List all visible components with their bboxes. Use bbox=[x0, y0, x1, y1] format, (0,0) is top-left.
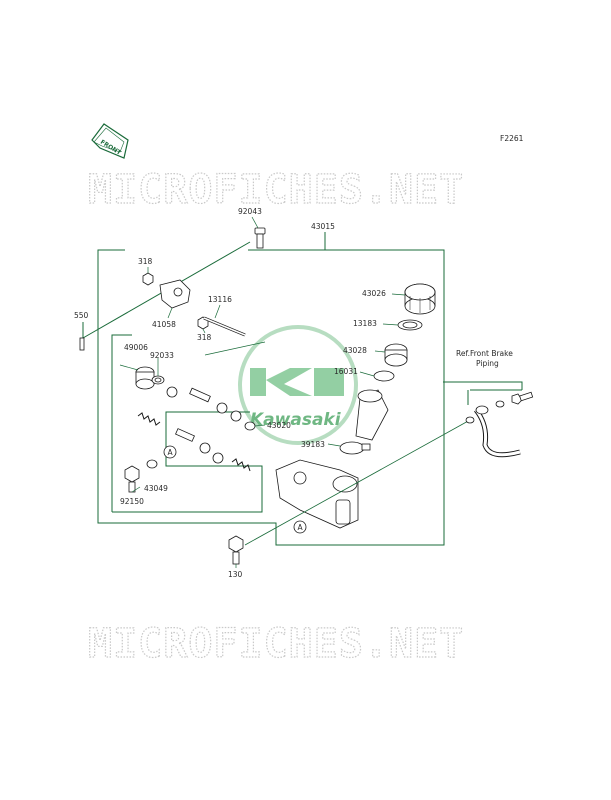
part-bolt-92043 bbox=[254, 227, 266, 249]
figure-code: F2261 bbox=[500, 134, 524, 143]
callout-318-top: 318 bbox=[138, 257, 153, 266]
callout-ref-line2: Piping bbox=[476, 359, 499, 368]
part-piston-row-2 bbox=[175, 428, 251, 472]
callout-labels: 92043 43015 318 550 41058 318 13116 4302… bbox=[74, 207, 513, 579]
part-pushrod-13116 bbox=[203, 316, 246, 337]
callout-43015: 43015 bbox=[311, 222, 335, 231]
callout-550: 550 bbox=[74, 311, 89, 320]
part-reservoir bbox=[355, 389, 389, 441]
part-cap-43026 bbox=[404, 283, 436, 315]
part-piston-row-1 bbox=[166, 386, 256, 431]
part-ref-piping bbox=[244, 391, 534, 546]
marker-a-2: A bbox=[293, 520, 307, 534]
watermark-bottom: MICROFICHES.NET bbox=[88, 621, 464, 667]
leader-lines bbox=[119, 216, 406, 568]
part-nut-318a bbox=[142, 272, 154, 286]
callout-13116: 13116 bbox=[208, 295, 232, 304]
kawasaki-logo-text: Kawasaki bbox=[250, 410, 342, 430]
marker-a-1: A bbox=[163, 445, 177, 459]
part-washer-43049 bbox=[146, 459, 158, 469]
part-master-cylinder-body bbox=[275, 459, 359, 529]
callout-ref-line1: Ref.Front Brake bbox=[456, 349, 513, 358]
callout-13183: 13183 bbox=[353, 319, 377, 328]
marker-a-1-label: A bbox=[168, 448, 174, 457]
marker-a-2-label: A bbox=[298, 523, 304, 532]
part-spring-1 bbox=[137, 412, 161, 426]
part-clamp-39183 bbox=[339, 441, 371, 455]
callout-43028: 43028 bbox=[343, 346, 367, 355]
callout-92033: 92033 bbox=[150, 351, 174, 360]
part-clevis-41058 bbox=[159, 279, 191, 309]
part-bolt-130 bbox=[228, 535, 244, 565]
callout-43026: 43026 bbox=[362, 289, 386, 298]
part-boot-49006 bbox=[135, 366, 155, 390]
callout-43020: 43020 bbox=[267, 421, 291, 430]
callout-92150: 92150 bbox=[120, 497, 144, 506]
part-bolt-92150 bbox=[124, 465, 140, 493]
callout-92043: 92043 bbox=[238, 207, 262, 216]
callout-39183: 39183 bbox=[301, 440, 325, 449]
callout-130: 130 bbox=[228, 570, 243, 579]
callout-41058: 41058 bbox=[152, 320, 176, 329]
callout-318-bottom: 318 bbox=[197, 333, 212, 342]
part-diaphragm-43028 bbox=[384, 343, 408, 367]
callout-49006: 49006 bbox=[124, 343, 148, 352]
part-float-16031 bbox=[373, 370, 395, 382]
part-ring-92033 bbox=[151, 375, 165, 385]
callout-16031: 16031 bbox=[334, 367, 358, 376]
watermark-top: MICROFICHES.NET bbox=[88, 167, 464, 213]
part-pin-550 bbox=[79, 337, 85, 351]
kawasaki-logo: Kawasaki bbox=[238, 325, 358, 445]
callout-43049: 43049 bbox=[144, 484, 168, 493]
front-arrow-icon: FRONT bbox=[91, 123, 129, 159]
part-plate-13183 bbox=[397, 319, 423, 331]
